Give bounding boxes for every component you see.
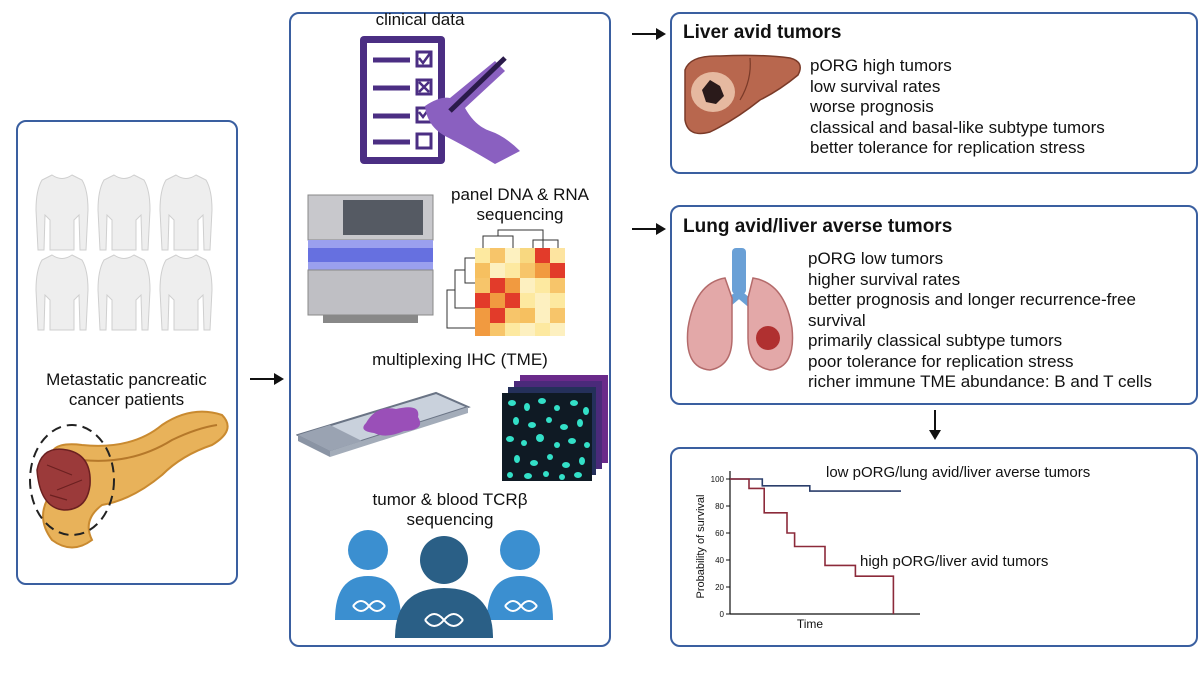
- y-tick-label: 100: [711, 475, 725, 484]
- lung-tumor-illustration: [686, 248, 794, 371]
- patients-label-line2: cancer patients: [68, 390, 185, 409]
- patients-label: Metastatic pancreatic cancer patients: [24, 370, 229, 410]
- liver-tumor-illustration: [684, 54, 801, 135]
- series-label-high-porg: high pORG/liver avid tumors: [860, 553, 1048, 570]
- list-item: richer immune TME abundance: B and T cel…: [808, 372, 1152, 391]
- list-item: better tolerance for replication stress: [810, 138, 1085, 157]
- list-item: better prognosis and longer recurrence-f…: [808, 290, 1136, 309]
- list-item: primarily classical subtype tumors: [808, 331, 1063, 350]
- y-axis-label: Probability of survival: [695, 495, 707, 599]
- list-item: higher survival rates: [808, 269, 961, 289]
- list-item: worse prognosis: [810, 97, 934, 116]
- list-item: poor tolerance for replication stress: [808, 351, 1074, 371]
- clipboard-icon: [360, 36, 520, 164]
- arrow-to-liver: [632, 28, 666, 40]
- arrow-to-lung: [632, 223, 666, 235]
- tcr-label: tumor & blood TCRβ sequencing: [330, 490, 570, 530]
- ihc-image-stack: [502, 375, 608, 481]
- lung-avid-title: Lung avid/liver averse tumors: [683, 216, 953, 237]
- pancreas-illustration: [29, 410, 229, 549]
- lung-avid-list: pORG low tumors higher survival rates be…: [808, 249, 1152, 393]
- tcr-label-line2: sequencing: [406, 510, 494, 529]
- series-line-high-porg: [730, 478, 895, 614]
- y-tick-label: 0: [720, 610, 725, 619]
- list-item: classical and basal-like subtype tumors: [810, 117, 1105, 137]
- ihc-label: multiplexing IHC (TME): [372, 350, 548, 369]
- series-label-low-porg: low pORG/lung avid/liver averse tumors: [826, 464, 1090, 481]
- series-line-low-porg: [730, 478, 901, 492]
- arrow-to-survival: [929, 410, 941, 440]
- sequencing-label-line2: sequencing: [476, 205, 564, 224]
- liver-avid-list: pORG high tumors low survival rates wors…: [810, 56, 1105, 159]
- list-item: survival: [808, 310, 866, 330]
- x-axis-label: Time: [797, 617, 824, 631]
- heatmap-dendrogram: [446, 229, 565, 336]
- patient-body-silhouettes: [35, 174, 213, 331]
- arrow-to-methods: [250, 373, 284, 385]
- tcr-label-line1: tumor & blood TCRβ: [372, 490, 528, 509]
- clinical-data-label: clinical data: [375, 10, 465, 29]
- people-dna-icon: [335, 530, 553, 638]
- microscope-slide: [296, 391, 471, 457]
- y-tick-label: 20: [715, 583, 724, 592]
- patients-label-line1: Metastatic pancreatic: [46, 370, 207, 389]
- list-item: pORG high tumors: [810, 56, 952, 75]
- y-tick-label: 60: [715, 529, 724, 538]
- liver-avid-title: Liver avid tumors: [683, 22, 842, 43]
- y-tick-label: 40: [715, 556, 724, 565]
- list-item: low survival rates: [810, 76, 941, 96]
- list-item: pORG low tumors: [808, 249, 944, 268]
- sequencing-label: panel DNA & RNA sequencing: [430, 185, 610, 225]
- sequencer-machine: [307, 194, 434, 323]
- y-tick-label: 80: [715, 502, 724, 511]
- sequencing-label-line1: panel DNA & RNA: [451, 185, 589, 204]
